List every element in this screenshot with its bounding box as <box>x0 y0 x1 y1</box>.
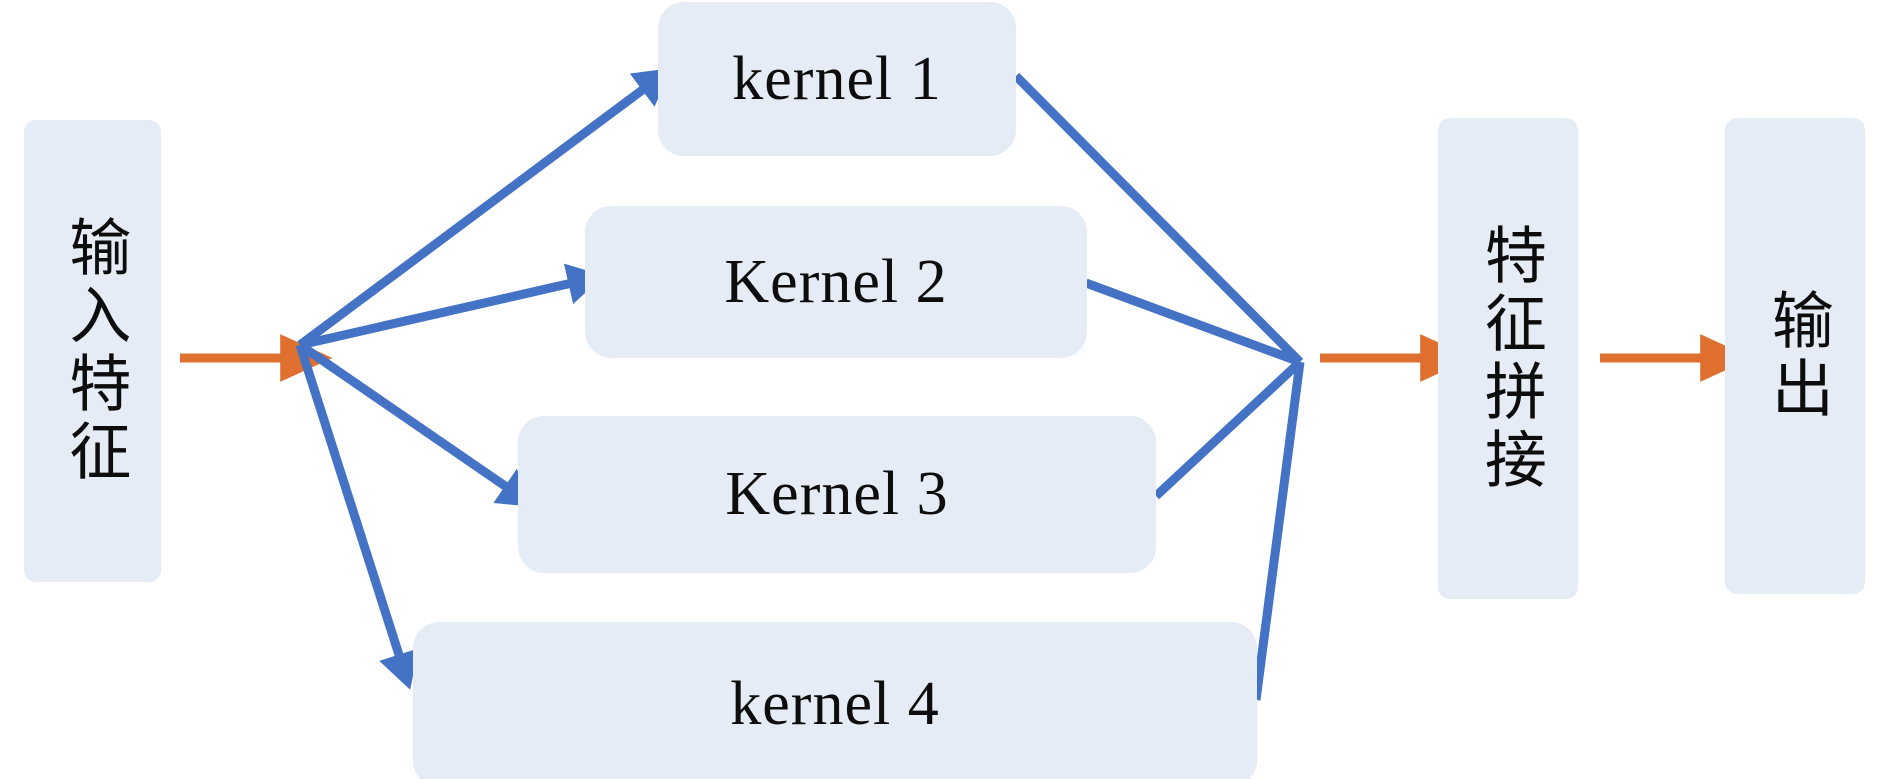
node-input-features-label: 输入特征 <box>59 215 128 487</box>
node-kernel-4[interactable]: kernel 4 <box>413 622 1257 779</box>
node-output-label: 输出 <box>1761 288 1830 424</box>
node-kernel-3-label: Kernel 3 <box>725 460 949 528</box>
node-kernel-1[interactable]: kernel 1 <box>658 2 1016 156</box>
node-input-features[interactable]: 输入特征 <box>24 120 161 582</box>
node-kernel-1-label: kernel 1 <box>732 44 942 113</box>
edge-split-to-kernel-2 <box>298 263 605 350</box>
node-kernel-3[interactable]: Kernel 3 <box>518 416 1156 573</box>
edge-kernel-4-to-merge <box>1251 361 1305 701</box>
node-kernel-4-label: kernel 4 <box>730 670 940 738</box>
edge-split-to-kernel-3 <box>297 341 536 507</box>
node-kernel-2[interactable]: Kernel 2 <box>585 206 1087 358</box>
node-feature-concat-label: 特征拼接 <box>1474 222 1543 495</box>
node-kernel-2-label: Kernel 2 <box>724 247 948 316</box>
node-output[interactable]: 输出 <box>1725 118 1865 594</box>
node-feature-concat[interactable]: 特征拼接 <box>1438 118 1578 599</box>
edge-kernel-2-to-merge <box>1084 278 1302 367</box>
edge-kernel-3-to-merge <box>1152 358 1304 500</box>
edge-split-to-kernel-4 <box>295 343 419 690</box>
